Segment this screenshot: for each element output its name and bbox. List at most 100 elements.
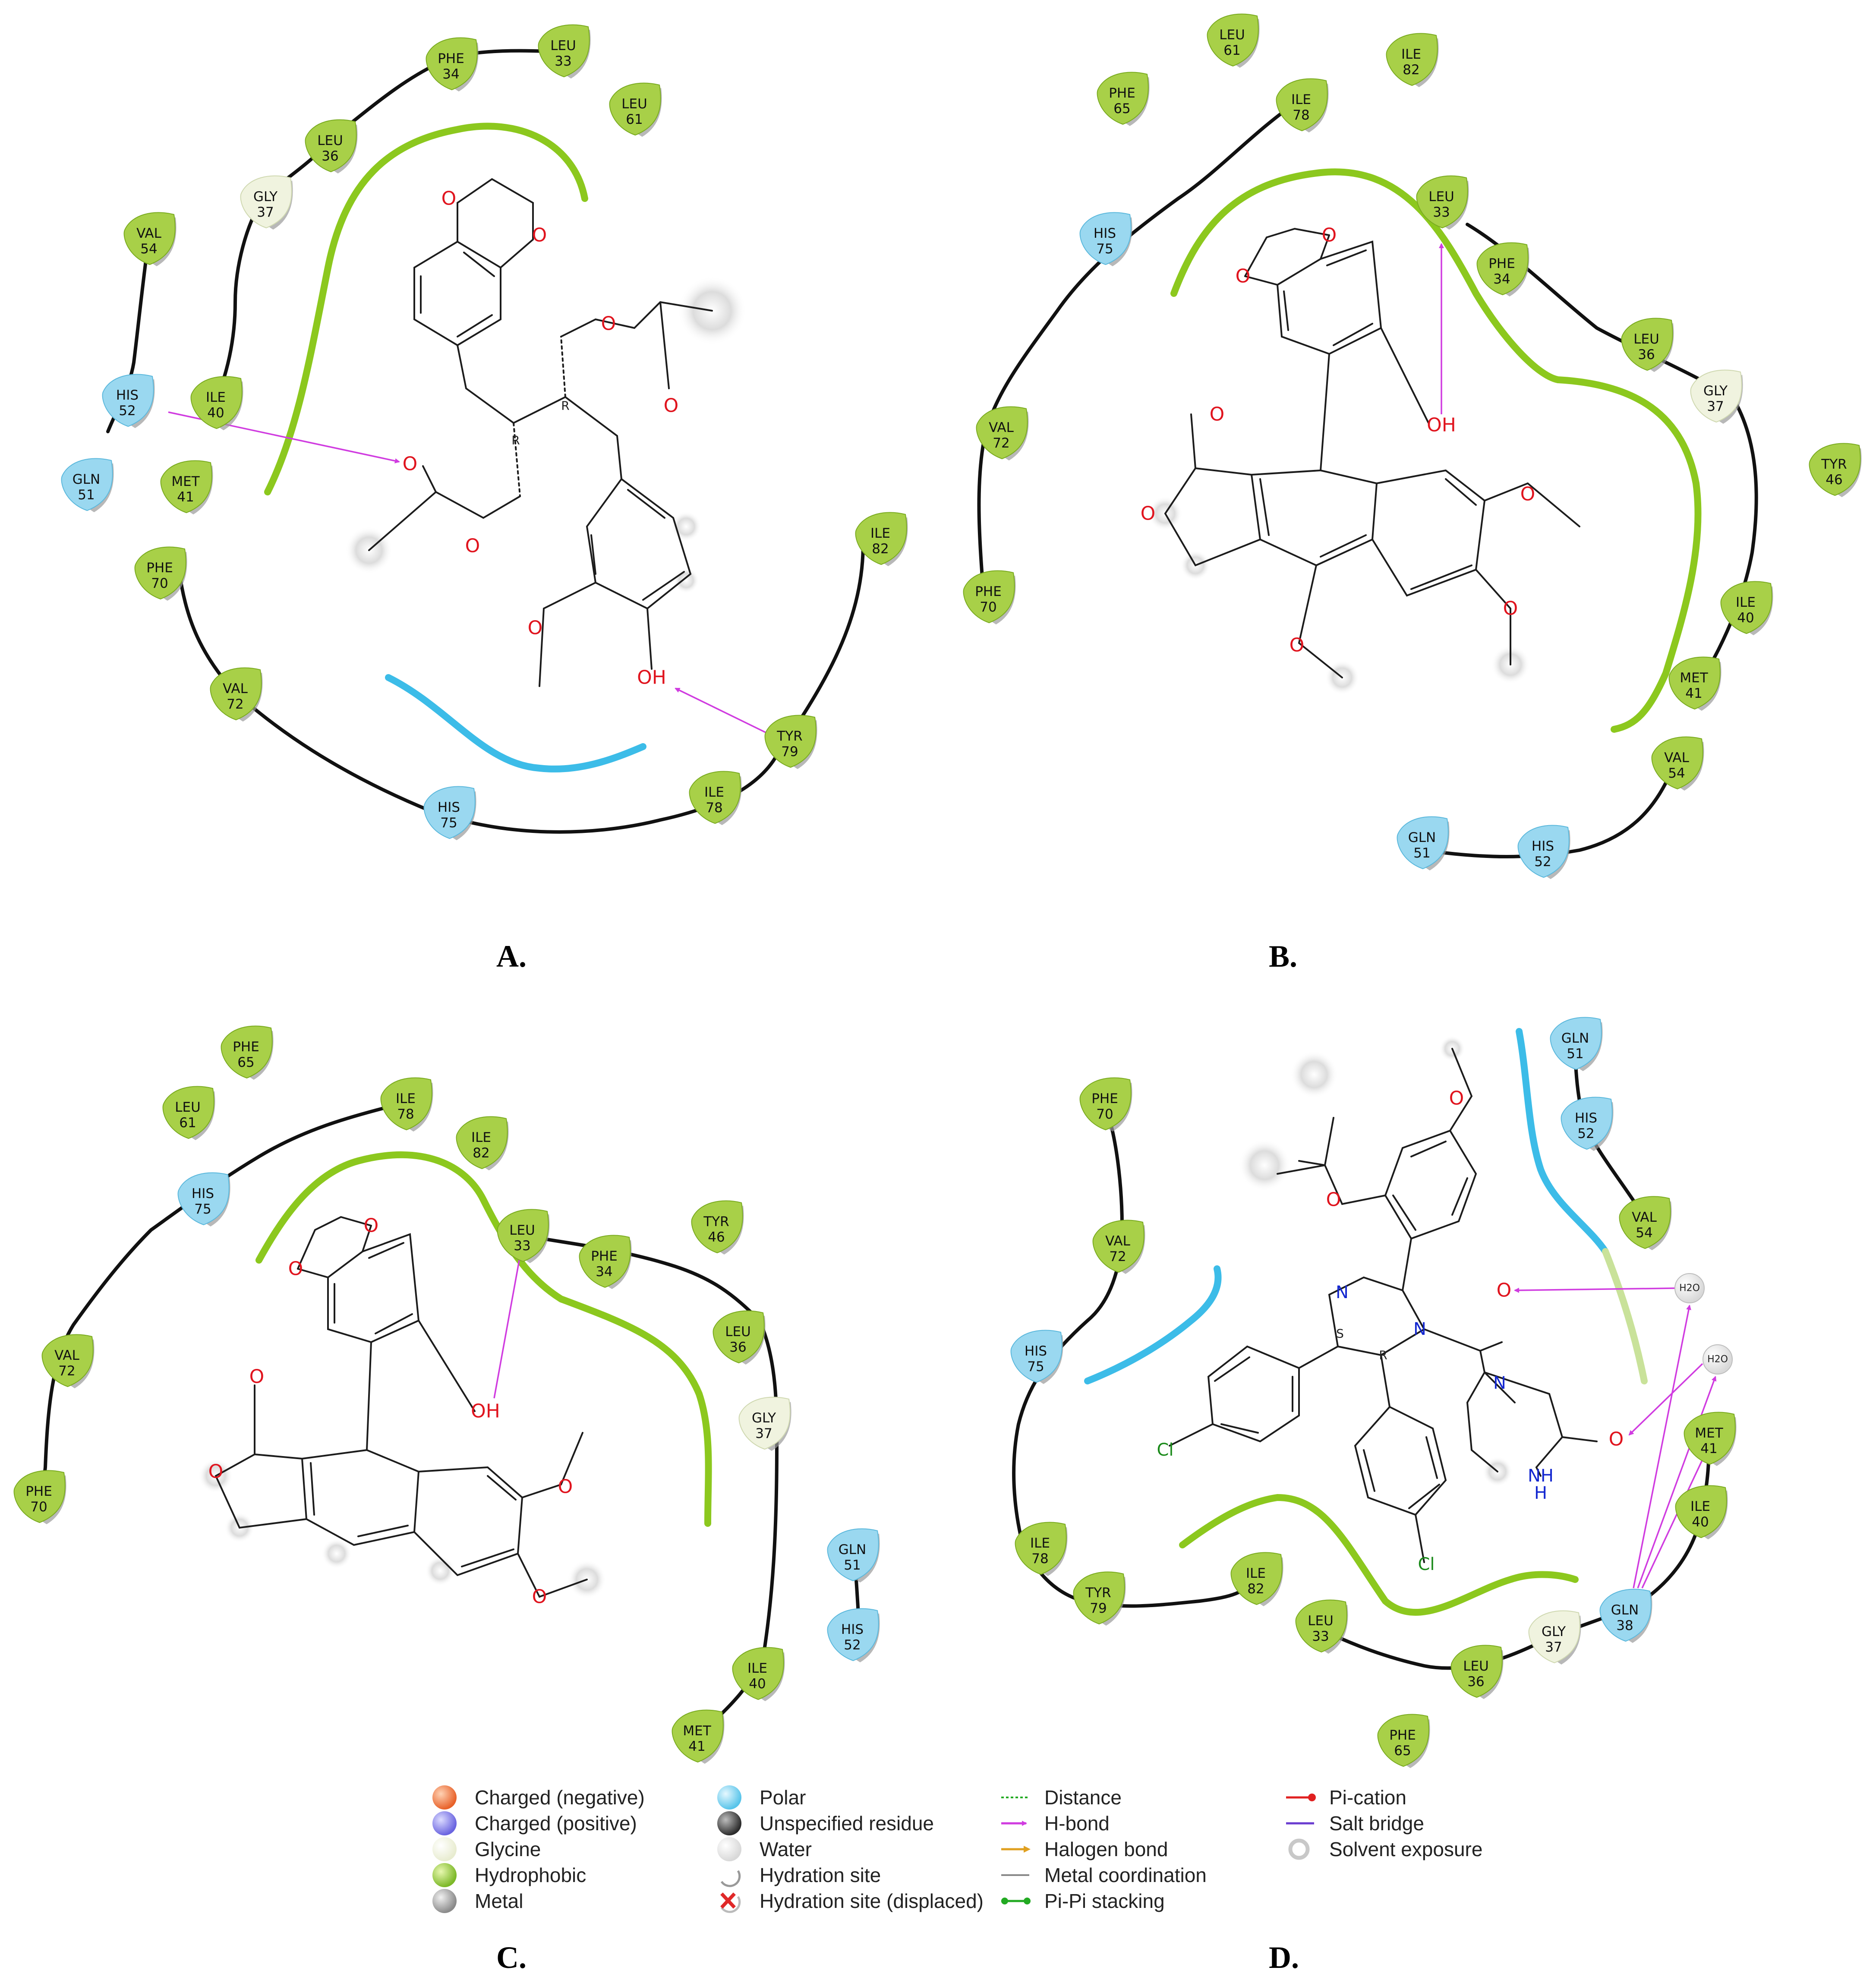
residue-name: ILE	[1690, 1499, 1710, 1514]
residue-number: 38	[1616, 1618, 1633, 1633]
residue-name: PHE	[146, 560, 173, 576]
residue-name: HIS	[1025, 1343, 1047, 1359]
residue-number: 40	[1737, 610, 1754, 626]
solvent-exposure	[1148, 496, 1530, 695]
residue-number: 33	[555, 54, 571, 69]
residue-number: 78	[1293, 107, 1309, 123]
residue-number: 65	[237, 1055, 254, 1070]
residue-name: MET	[1695, 1425, 1723, 1441]
legend-distance: Distance	[1044, 1786, 1122, 1809]
water-molecules: H2O H2O	[1674, 1273, 1733, 1375]
residue-name: TYR	[1085, 1585, 1111, 1601]
atom-cl: Cl	[1418, 1554, 1435, 1574]
pocket-outline	[264, 123, 646, 772]
residue-number: 75	[440, 815, 457, 831]
residue-name: GLN	[1561, 1031, 1589, 1046]
legend-water: Water	[760, 1838, 812, 1860]
atom-o: O	[364, 1215, 379, 1237]
residue-number: 40	[749, 1676, 766, 1692]
atom-o: O	[208, 1461, 224, 1483]
residue-name: GLY	[752, 1410, 776, 1426]
residue-name: PHE	[1488, 256, 1515, 271]
residue-number: 54	[1668, 766, 1685, 781]
legend-charged-negative: Charged (negative)	[475, 1786, 645, 1809]
residue-number: 46	[1826, 472, 1842, 488]
residue-number: 51	[78, 487, 95, 503]
legend: Charged (negative) Charged (positive) Gl…	[432, 1785, 1482, 1913]
legend-col-1: Charged (negative) Charged (positive) Gl…	[432, 1785, 645, 1913]
legend-hydration-site-displaced: Hydration site (displaced)	[760, 1890, 984, 1912]
stereo-label: R	[561, 399, 569, 413]
residue-name: HIS	[1575, 1110, 1597, 1126]
solvent-exposure	[345, 276, 747, 593]
residue-name: GLN	[1408, 830, 1436, 845]
residue-number: 33	[1312, 1629, 1329, 1644]
residue-name: VAL	[54, 1348, 79, 1363]
backbone	[37, 1103, 861, 1741]
residue-number: 72	[1109, 1249, 1126, 1264]
residue-name: MET	[171, 474, 200, 489]
legend-metal-coordination: Metal coordination	[1044, 1864, 1207, 1886]
residue-name: VAL	[989, 420, 1014, 435]
atom-o: O	[558, 1476, 573, 1498]
residue-number: 70	[30, 1499, 47, 1515]
residue-name: LEU	[550, 38, 576, 54]
residue-number: 36	[1638, 347, 1655, 363]
residue-name: LEU	[621, 96, 647, 112]
residue-number: 75	[1027, 1359, 1044, 1375]
atom-o: O	[1449, 1088, 1464, 1110]
residue-number: 65	[1394, 1743, 1411, 1759]
residue-name: ILE	[206, 390, 226, 405]
residue-number: 46	[708, 1230, 725, 1245]
legend-hydration-site: Hydration site	[760, 1864, 881, 1886]
residue-name: GLY	[1542, 1624, 1566, 1639]
residue-number: 82	[1247, 1581, 1264, 1597]
atom-o: O	[1503, 598, 1518, 620]
solvent-exposure-icon	[1288, 1838, 1310, 1860]
residue-number: 79	[1090, 1601, 1107, 1616]
panel-label-a: A.	[496, 939, 527, 974]
residue-number: 51	[844, 1557, 861, 1573]
residue-name: ILE	[1401, 47, 1421, 62]
residue-number: 75	[1096, 241, 1113, 257]
atom-o: O	[528, 617, 543, 639]
residue-name: VAL	[223, 681, 248, 697]
solvent-exposure	[1239, 1036, 1513, 1487]
residue-number: 34	[442, 66, 459, 82]
atom-n: N	[1493, 1373, 1506, 1393]
panel-d: O O N N N NH H O O Cl Cl S R H2O H2O G	[1010, 1017, 1737, 1975]
residue-name: HIS	[1094, 226, 1116, 241]
residue-number: 36	[1467, 1674, 1484, 1690]
atom-o: O	[532, 1586, 547, 1608]
residue-name: GLY	[1703, 383, 1728, 399]
residue-number: 40	[207, 405, 224, 421]
